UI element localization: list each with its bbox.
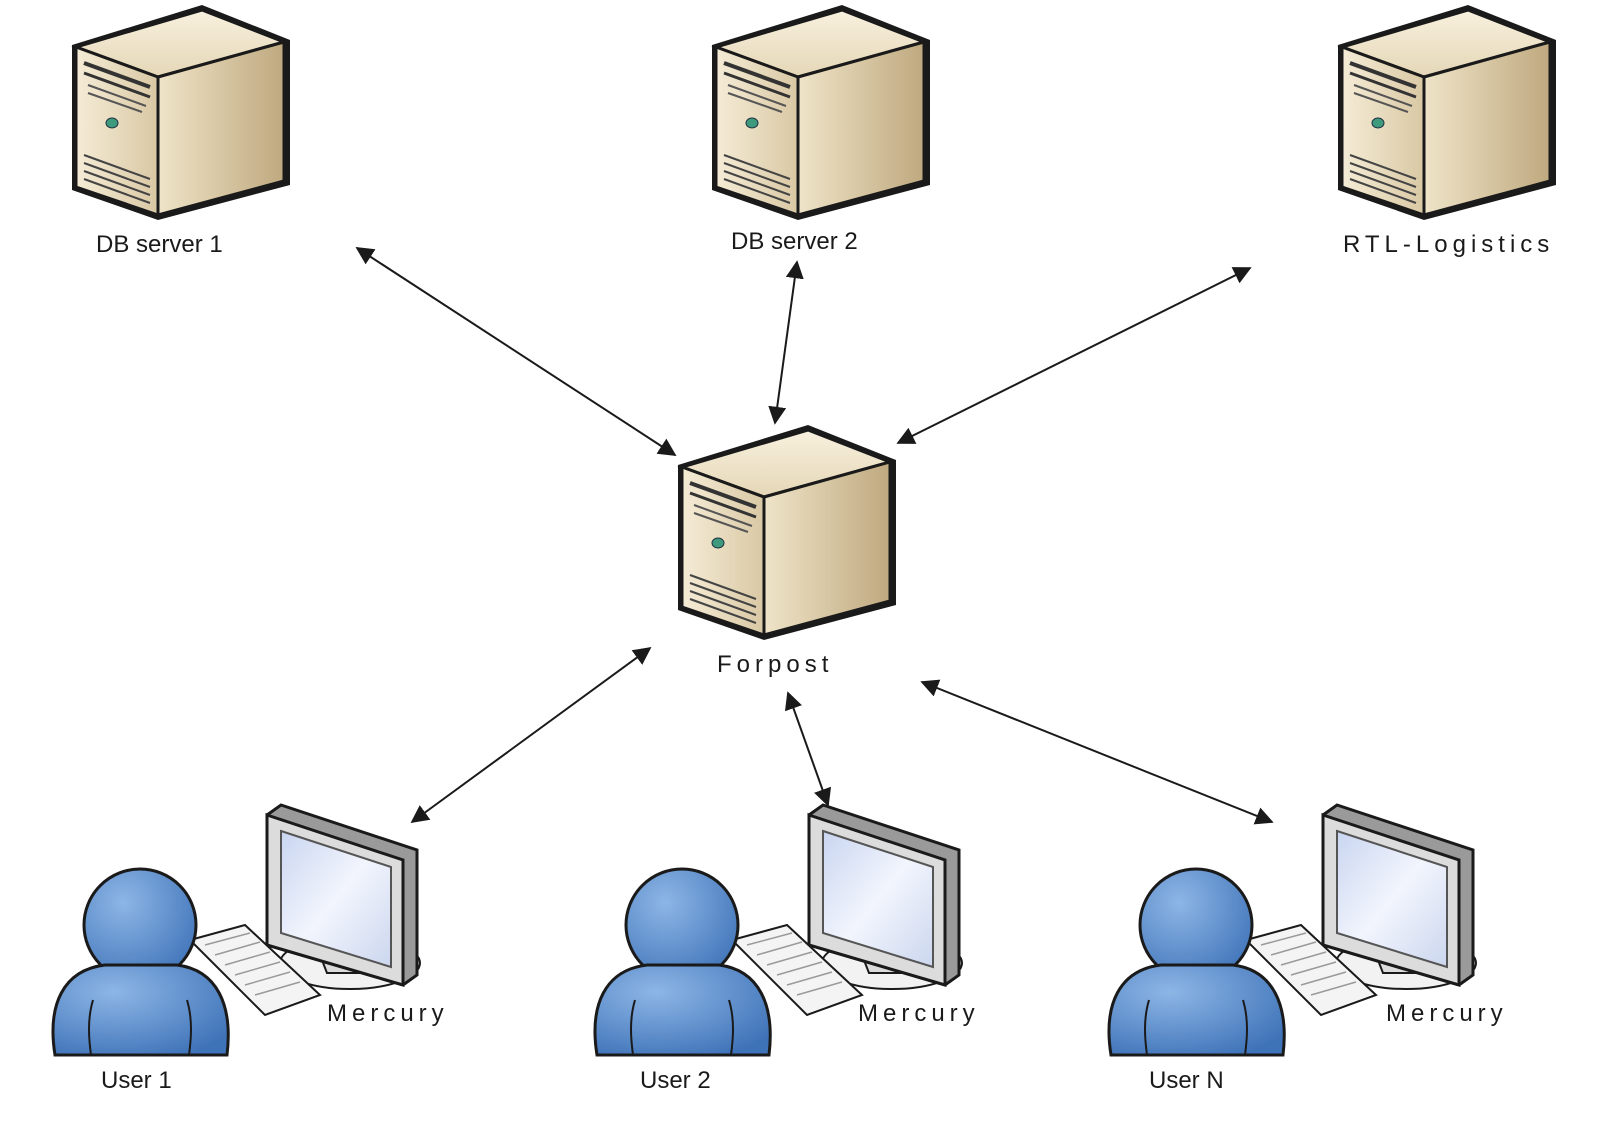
app-label: Mercury [1386, 1000, 1508, 1027]
client-station-1: Mercury User 1 [51, 803, 449, 1094]
server-label: DB server 2 [731, 228, 858, 255]
link-forpost-usern [920, 679, 1274, 825]
link-forpost-user1 [410, 646, 652, 824]
server-db1: DB server 1 [70, 3, 292, 258]
user-label: User 2 [640, 1067, 711, 1094]
server-rtl: RTL-Logistics [1336, 3, 1558, 258]
server-label: DB server 1 [96, 231, 223, 258]
link-rtl-forpost [896, 267, 1252, 444]
link-db2-forpost [768, 260, 804, 425]
user-label: User N [1149, 1067, 1224, 1094]
app-label: Mercury [327, 1000, 449, 1027]
server-tower-icon [70, 3, 292, 222]
app-label: Mercury [858, 1000, 980, 1027]
link-db1-forpost [355, 247, 677, 456]
connections [355, 247, 1274, 825]
server-forpost: Forpost [676, 423, 898, 678]
server-tower-icon [676, 423, 898, 642]
server-label: Forpost [717, 651, 833, 678]
server-label: RTL-Logistics [1343, 231, 1554, 258]
server-tower-icon [710, 3, 932, 222]
user-label: User 1 [101, 1067, 172, 1094]
server-tower-icon [1336, 3, 1558, 222]
link-forpost-user2 [784, 691, 832, 807]
client-station-2: Mercury User 2 [593, 803, 980, 1094]
server-db2: DB server 2 [710, 3, 932, 255]
client-station-n: Mercury User N [1107, 803, 1508, 1094]
